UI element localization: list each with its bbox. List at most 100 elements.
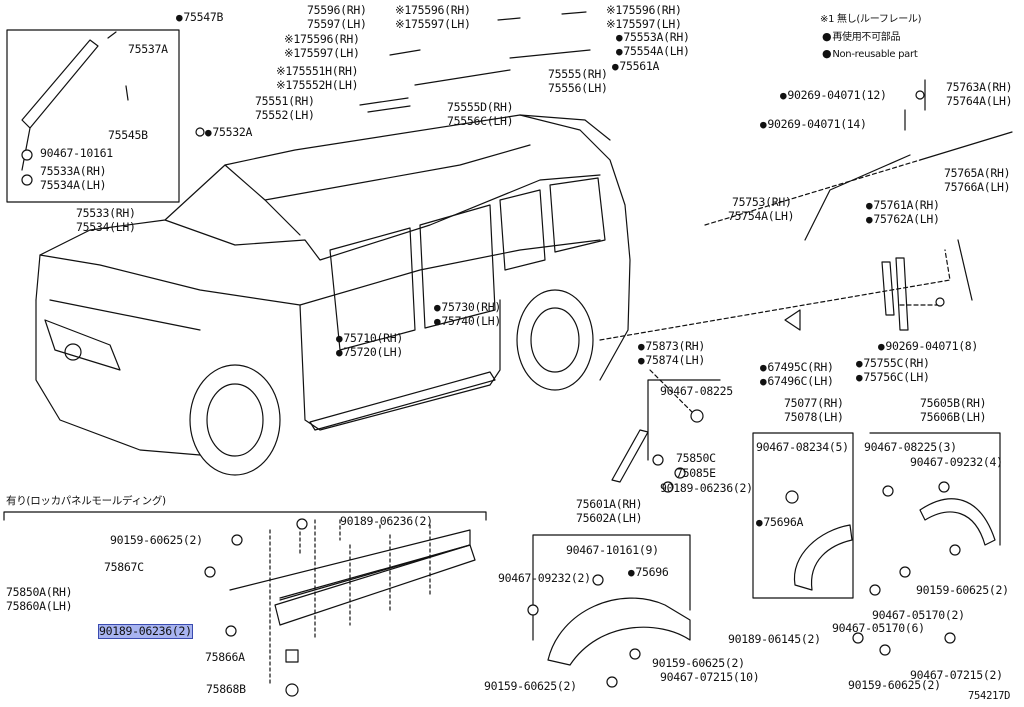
part-label-90467-08234[interactable]: 90467-08234(5) [756,440,849,454]
rocker-title: 有り(ロッカパネルモールディング) [6,495,166,507]
part-label-75850a[interactable]: 75850A(RH) [6,585,73,599]
part-label-75606b[interactable]: 75606B(LH) [920,410,987,424]
pillar-inset-frame [6,29,180,203]
rocker-molding [229,519,476,686]
part-label-75755c[interactable]: 75755C(RH) [856,357,930,370]
part-label-75533[interactable]: 75533(RH) [76,206,136,220]
part-label-75753[interactable]: 75753(RH) [732,195,792,209]
part-label-75596rh4[interactable]: ※175596(RH) [606,3,682,17]
part-label-90467-05170-6[interactable]: 90467-05170(6) [832,621,925,635]
part-label-75867c[interactable]: 75867C [104,560,144,574]
right-pillar-parts [784,79,1013,331]
legend-title: ※1 無し(ルーフレール) [820,14,922,25]
part-label-75696[interactable]: 75696 [628,566,668,579]
part-label-90189-06236-2b[interactable]: 90189-06236(2) [340,514,433,528]
part-label-75556[interactable]: 75556(LH) [548,81,608,95]
part-label-75874[interactable]: 75874(LH) [638,354,705,367]
part-label-90467-05170-2[interactable]: 90467-05170(2) [872,608,965,622]
part-label-75602a[interactable]: 75602A(LH) [576,511,643,525]
part-label-75534[interactable]: 75534(LH) [76,220,136,234]
part-label-75597lh1[interactable]: 75597(LH) [307,17,367,31]
part-label-90189-06145[interactable]: 90189-06145(2) [728,632,821,646]
part-label-90467-10161[interactable]: 90467-10161 [40,146,113,160]
part-label-90467-08225-3[interactable]: 90467-08225(3) [864,440,957,454]
part-label-75860a[interactable]: 75860A(LH) [6,599,73,613]
part-label-75766a[interactable]: 75766A(LH) [944,180,1011,194]
part-label-90189-06236-2h[interactable]: 90189-06236(2) [98,624,193,639]
part-label-75720[interactable]: 75720(LH) [336,346,403,359]
part-label-75545b[interactable]: 75545B [108,128,148,142]
part-label-75597lh4[interactable]: ※175597(LH) [606,17,682,31]
part-label-67495c[interactable]: 67495C(RH) [760,361,834,374]
part-label-75555d[interactable]: 75555D(RH) [447,100,514,114]
part-label-75078[interactable]: 75078(LH) [784,410,844,424]
part-label-75537a[interactable]: 75537A [128,42,168,56]
part-label-75597lh2[interactable]: ※175597(LH) [284,46,360,60]
part-label-75762a[interactable]: 75762A(LH) [866,213,940,226]
part-label-75754a[interactable]: 75754A(LH) [728,209,795,223]
part-label-75547b[interactable]: 75547B [176,11,223,24]
part-label-75552[interactable]: 75552(LH) [255,108,315,122]
figure-number: 754217D [968,690,1011,702]
part-label-90189-06236-2a[interactable]: 90189-06236(2) [660,481,753,495]
part-label-75730[interactable]: 75730(RH) [434,301,501,314]
part-label-75077[interactable]: 75077(RH) [784,396,844,410]
part-label-75551[interactable]: 75551(RH) [255,94,315,108]
part-label-75763a[interactable]: 75763A(RH) [946,80,1013,94]
part-label-90269-12[interactable]: 90269-04071(12) [780,89,887,102]
part-label-90159-60625-2b[interactable]: 90159-60625(2) [848,678,941,692]
part-label-90467-10161-9[interactable]: 90467-10161(9) [566,543,659,557]
part-label-90159-60625-2c[interactable]: 90159-60625(2) [110,533,203,547]
part-label-75085e[interactable]: 75085E [676,466,716,480]
part-label-75597lh3[interactable]: ※175597(LH) [395,17,471,31]
part-label-90159-60625-2r[interactable]: 90159-60625(2) [916,583,1009,597]
part-label-75710[interactable]: 75710(RH) [336,332,403,345]
part-label-90159-60625-2l[interactable]: 90159-60625(2) [484,679,577,693]
part-label-90467-09232-4[interactable]: 90467-09232(4) [910,455,1003,469]
part-label-75873[interactable]: 75873(RH) [638,340,705,353]
part-label-90269-8[interactable]: 90269-04071(8) [878,340,978,353]
part-label-75532a[interactable]: 75532A [205,126,252,139]
part-label-75866a[interactable]: 75866A [205,650,245,664]
legend-non-reusable: Non-reusable part [822,47,917,61]
part-label-75696a[interactable]: 75696A [756,516,803,529]
part-label-75868b[interactable]: 75868B [206,682,246,696]
part-label-75554a[interactable]: 75554A(LH) [616,45,690,58]
part-label-75534a[interactable]: 75534A(LH) [40,178,107,192]
part-label-75555[interactable]: 75555(RH) [548,67,608,81]
part-label-90467-09232-2[interactable]: 90467-09232(2) [498,571,591,585]
part-label-90159-60625-2m[interactable]: 90159-60625(2) [652,656,745,670]
pillar-lower [21,127,31,171]
leader-lines [599,159,951,421]
part-label-90467-08225a[interactable]: 90467-08225 [660,384,733,398]
part-label-75596rh1[interactable]: 75596(RH) [307,3,367,17]
part-label-75761a[interactable]: 75761A(RH) [866,199,940,212]
part-label-90269-14[interactable]: 90269-04071(14) [760,118,867,131]
part-label-90467-07215-2[interactable]: 90467-07215(2) [910,668,1003,682]
part-label-75756c[interactable]: 75756C(LH) [856,371,930,384]
part-label-75601a[interactable]: 75601A(RH) [576,497,643,511]
legend-reuse: 再使用不可部品 [822,30,900,44]
part-label-75596rh3[interactable]: ※175596(RH) [395,3,471,17]
fender-flares [547,429,996,666]
part-label-90467-07215-10[interactable]: 90467-07215(10) [660,670,760,684]
part-label-75740[interactable]: 75740(LH) [434,315,501,328]
callout-frames [3,379,1001,641]
part-label-75764a[interactable]: 75764A(LH) [946,94,1013,108]
part-label-75850c[interactable]: 75850C [676,451,716,465]
part-label-75596rh2[interactable]: ※175596(RH) [284,32,360,46]
pillar-clips [107,31,129,101]
part-label-75552h[interactable]: ※175552H(LH) [276,78,359,92]
part-label-75556c[interactable]: 75556C(LH) [447,114,514,128]
part-label-75551h[interactable]: ※175551H(RH) [276,64,359,78]
vehicle-outline [35,114,631,476]
roof-strips [359,11,591,113]
part-label-75533a[interactable]: 75533A(RH) [40,164,107,178]
part-label-75553a[interactable]: 75553A(RH) [616,31,690,44]
part-label-75605b[interactable]: 75605B(RH) [920,396,987,410]
clip-icons [21,90,961,697]
pillar-garnish [21,39,99,129]
part-label-75765a[interactable]: 75765A(RH) [944,166,1011,180]
part-label-75561a[interactable]: 75561A [612,60,659,73]
part-label-67496c[interactable]: 67496C(LH) [760,375,834,388]
